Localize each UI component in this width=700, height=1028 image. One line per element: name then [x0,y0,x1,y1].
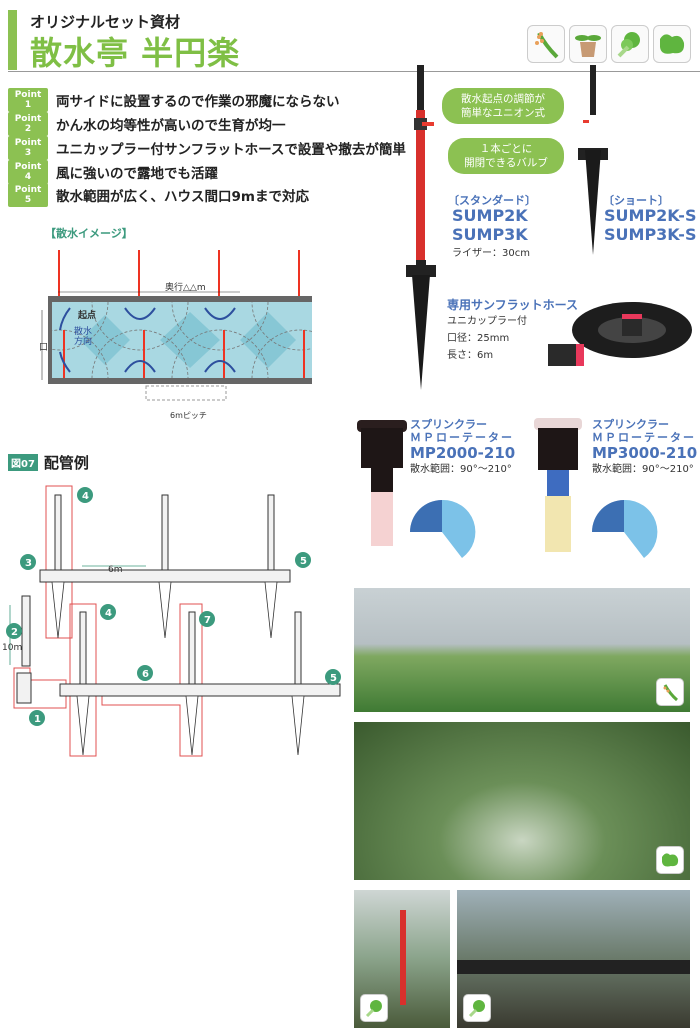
point-1: Point 1 両サイドに設置するので作業の邪魔にならない [8,88,340,112]
callout-numbers: 1 2 3 4 4 5 5 6 7 [6,487,341,726]
page-title: 散水亭 半円楽 [30,34,241,72]
svg-text:7: 7 [204,615,211,626]
standard-models: SUMP2K SUMP3K [452,206,528,244]
direction-label: 散水方向 [74,325,92,347]
width-label: 間口 [40,342,48,353]
svg-text:4: 4 [82,491,89,502]
lettuce-icon [360,994,388,1022]
svg-text:5: 5 [300,556,307,567]
hose-title: 専用サンフラットホース [447,298,579,312]
flat-hose-image [548,302,692,366]
sprinkler-type: スプリンクラー [592,418,669,431]
crop-icons [527,25,691,63]
greenhouse-photo [354,588,690,712]
mp2000-image [357,420,407,546]
pitch-label: 6mピッチ [170,411,207,420]
svg-text:5: 5 [330,673,337,684]
sprinkler-1-info: スプリンクラー ＭＰローテーター MP2000-210 散水範囲：90°～210… [410,418,515,476]
sprinkler-spray-photo [354,722,690,880]
lettuce-icon [611,25,649,63]
sprinkler-type: スプリンクラー [410,418,487,431]
spacing-label: 6m [108,565,123,575]
mp3000-image [534,418,582,552]
valve-closeup-photo [457,890,690,1028]
point-3: Point 3 ユニカップラー付サンフラットホースで設置や撤去が簡単 [8,136,406,160]
leafy-greens-icon [653,25,691,63]
spray-image-title: 【散水イメージ】 [45,227,133,240]
point-text: 風に強いので露地でも活躍 [56,166,218,182]
start-label: 起点 [77,309,96,321]
point-text: かん水の均等性が高いので生育が均一 [56,118,286,134]
header-subtitle: オリジナルセット資材 [30,13,181,31]
model-name: SUMP3K [452,225,528,244]
sprinkler-model: MP2000-210 [410,444,516,462]
sprinkler-model: MP3000-210 [592,444,698,462]
lettuce-icon [463,994,491,1022]
point-badge: Point 5 [8,183,48,207]
length-label: 10m [2,643,22,653]
svg-text:2: 2 [11,627,18,638]
sprinkler-2-info: スプリンクラー ＭＰローテーター MP3000-210 散水範囲：90°～210… [592,418,697,476]
model-name: SUMP3K-S [604,225,697,244]
rice-icon [527,25,565,63]
hose-in-photo [457,960,690,974]
sprinkler-range: 散水範囲：90°～210° [410,464,512,475]
figure-title: 配管例 [43,454,89,472]
sprinkler-subtype: ＭＰローテーター [410,431,514,444]
point-5: Point 5 散水範囲が広く、ハウス間口9mまで対応 [8,183,309,207]
model-name: SUMP2K [452,206,528,225]
spray-angle-icon [410,499,476,558]
point-badge: Point 1 [8,88,48,112]
riser-closeup-photo [354,890,450,1028]
point-badge: Point 2 [8,112,48,136]
point-2: Point 2 かん水の均等性が高いので生育が均一 [8,112,286,136]
point-text: 両サイドに設置するので作業の邪魔にならない [56,94,340,110]
sprinkler-subtype: ＭＰローテーター [592,431,696,444]
short-label: 〔ショート〕 [603,194,669,207]
spray-angle-icon [592,499,658,558]
figure-badge: 図07 [8,454,38,471]
sprinkler-range: 散水範囲：90°～210° [592,464,694,475]
callout-valve: １本ごとに 開閉できるバルブ [448,138,564,174]
hose-spec: ユニカップラー付 [447,316,527,327]
svg-text:4: 4 [105,608,112,619]
riser-in-photo [400,910,406,1005]
spray-image-diagram: 奥行△△m 起点 散水方向 間口 6mピッチ [40,240,320,420]
point-badge: Point 3 [8,136,48,160]
point-text: 散水範囲が広く、ハウス間口9mまで対応 [56,189,309,205]
rice-icon [656,678,684,706]
point-badge: Point 4 [8,160,48,184]
header-divider [8,71,700,72]
point-4: Point 4 風に強いので露地でも活躍 [8,160,218,184]
standard-label: 〔スタンダード〕 [448,194,536,207]
hose-spec: 口径：25mm [447,333,510,344]
header-accent-bar [8,10,17,70]
hose-specs: ユニカップラー付 口径：25mm 長さ：6m [447,313,527,364]
leafy-greens-icon [656,846,684,874]
callout-union: 散水起点の調節が 簡単なユニオン式 [442,88,564,124]
riser-illustration [406,65,608,390]
short-models: SUMP2K-S SUMP3K-S [604,206,696,244]
figure-heading: 図07 配管例 [8,452,89,473]
svg-text:3: 3 [25,558,32,569]
point-text: ユニカップラー付サンフラットホースで設置や撤去が簡単 [56,142,406,158]
depth-label: 奥行△△m [165,281,206,293]
standard-spec: ライザー：30cm [452,248,530,259]
model-name: SUMP2K-S [604,206,697,225]
hose-spec: 長さ：6m [447,350,494,361]
potted-seedling-icon [569,25,607,63]
svg-text:1: 1 [34,714,41,725]
piping-diagram: 6m 10m 1 2 3 4 4 5 5 6 7 [2,485,341,757]
svg-text:6: 6 [142,669,149,680]
